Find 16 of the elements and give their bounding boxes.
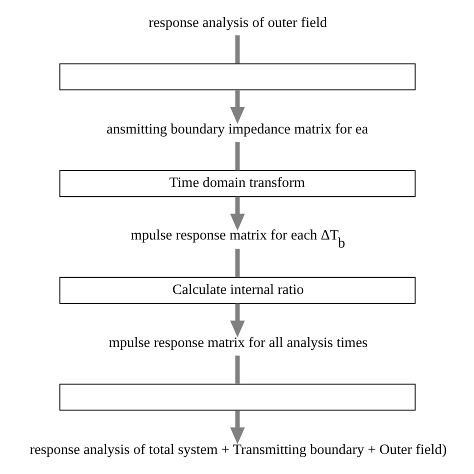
node-box — [58, 63, 416, 90]
node-box: Time domain transform — [58, 170, 416, 198]
connector — [234, 248, 240, 278]
arrow — [230, 304, 244, 338]
connector — [234, 142, 240, 170]
connector — [234, 356, 240, 384]
arrow — [230, 410, 244, 444]
node-text: response analysis of outer field — [148, 14, 327, 31]
node-text: response analysis of total system + Transmitting boundary + Outer field) — [29, 442, 446, 458]
arrow — [230, 90, 244, 124]
node-text: mpulse response matrix for all analysis times — [108, 335, 368, 352]
node-text: ansmitting boundary impedance matrix for ea — [106, 122, 368, 138]
node-box — [58, 384, 416, 411]
connector — [234, 35, 240, 64]
arrow — [230, 196, 244, 231]
node-box: Calculate internal ratio — [58, 276, 416, 304]
